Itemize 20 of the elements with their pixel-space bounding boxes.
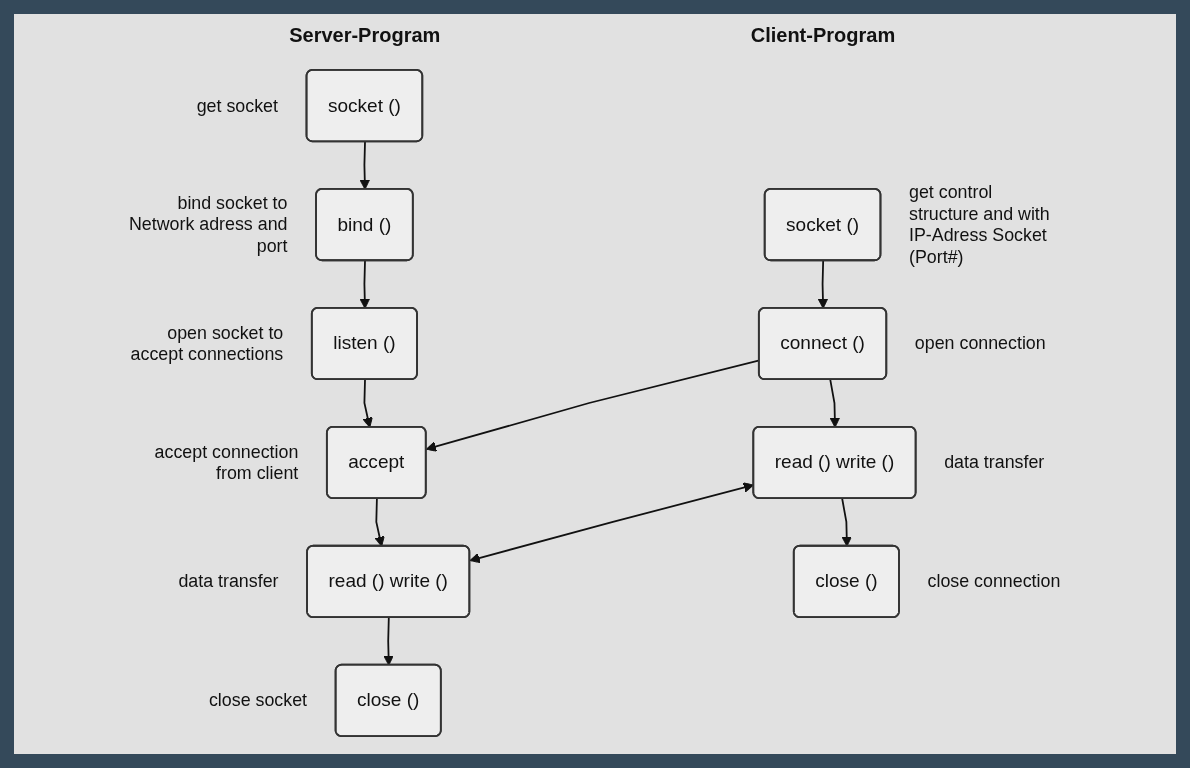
annotation-text: open socket to accept connections xyxy=(131,322,284,365)
arrow xyxy=(818,259,829,309)
annotation-text: close connection xyxy=(927,571,1061,592)
arrow xyxy=(374,497,386,547)
arrow xyxy=(841,497,853,547)
annotation-text: get socket xyxy=(197,95,279,116)
arrow xyxy=(829,378,841,428)
column-heading: Client-Program xyxy=(750,24,896,47)
annotation-text: close socket xyxy=(209,690,308,711)
arrow xyxy=(359,259,371,309)
column-heading: Server-Program xyxy=(289,24,441,47)
annotation-text: bind socket to Network adress and port xyxy=(129,193,288,256)
arrow xyxy=(362,378,374,428)
annotation-text: get control structure and with IP-Adress Socket (Port#) xyxy=(909,182,1051,267)
arrow xyxy=(359,141,371,190)
annotation-text: open connection xyxy=(915,333,1047,354)
annotation-text: accept connection from client xyxy=(154,441,299,484)
arrow xyxy=(383,616,395,666)
annotation-text: data transfer xyxy=(944,452,1045,473)
annotation-text: data transfer xyxy=(178,571,279,592)
